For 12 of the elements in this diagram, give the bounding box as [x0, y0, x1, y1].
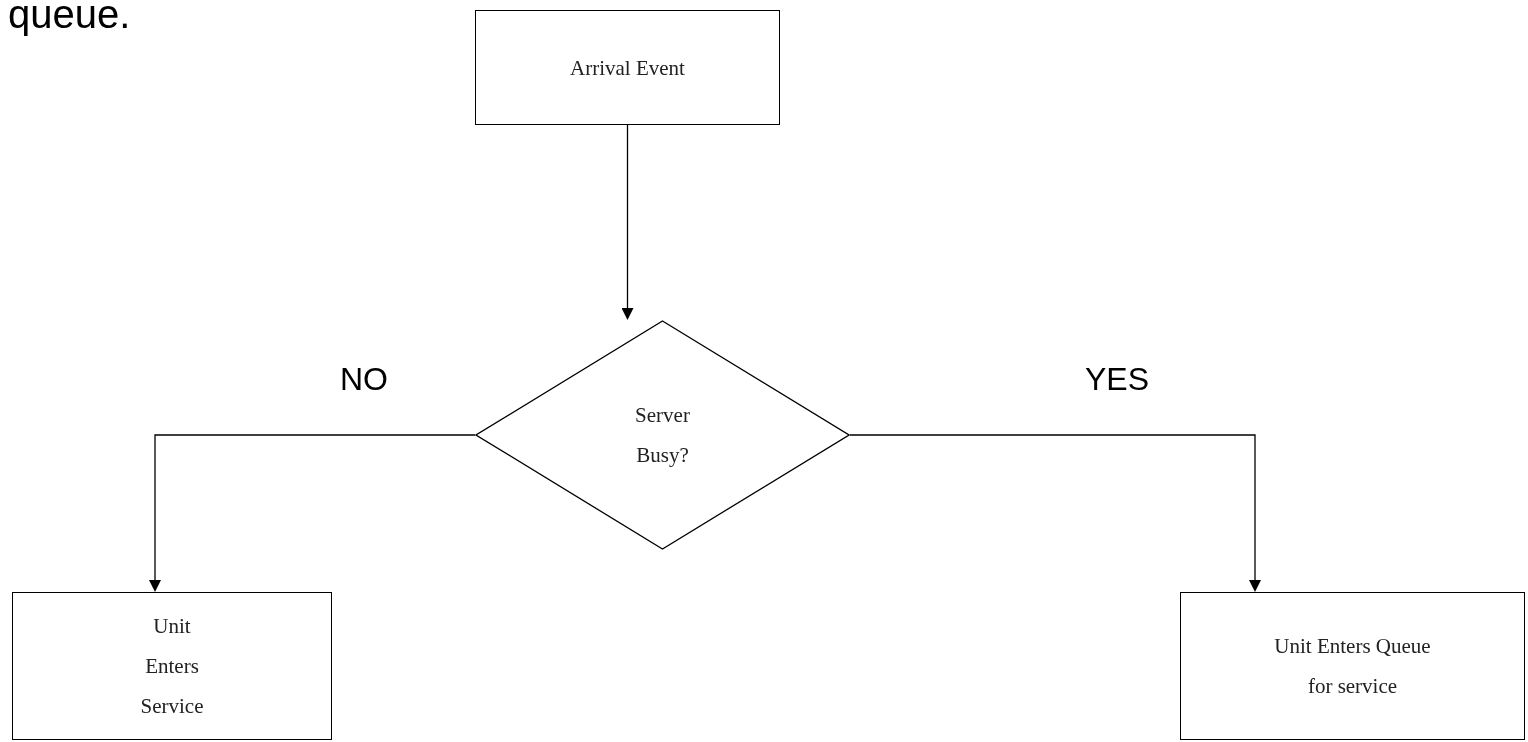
node-text: Unit Enters Service: [139, 613, 205, 720]
process-box: [1180, 592, 1525, 740]
node-text: Server Busy?: [634, 402, 691, 469]
arrow: [621, 124, 634, 320]
process-box: [12, 592, 332, 740]
heading-fragment: queue.: [8, 0, 131, 34]
node-text: Arrival Event: [570, 54, 685, 82]
decision-diamond: [475, 320, 850, 550]
arrow: [149, 434, 476, 592]
arrow: [849, 434, 1261, 592]
node-text: Unit Enters Queue for service: [1273, 633, 1432, 700]
process-box: [475, 10, 780, 125]
